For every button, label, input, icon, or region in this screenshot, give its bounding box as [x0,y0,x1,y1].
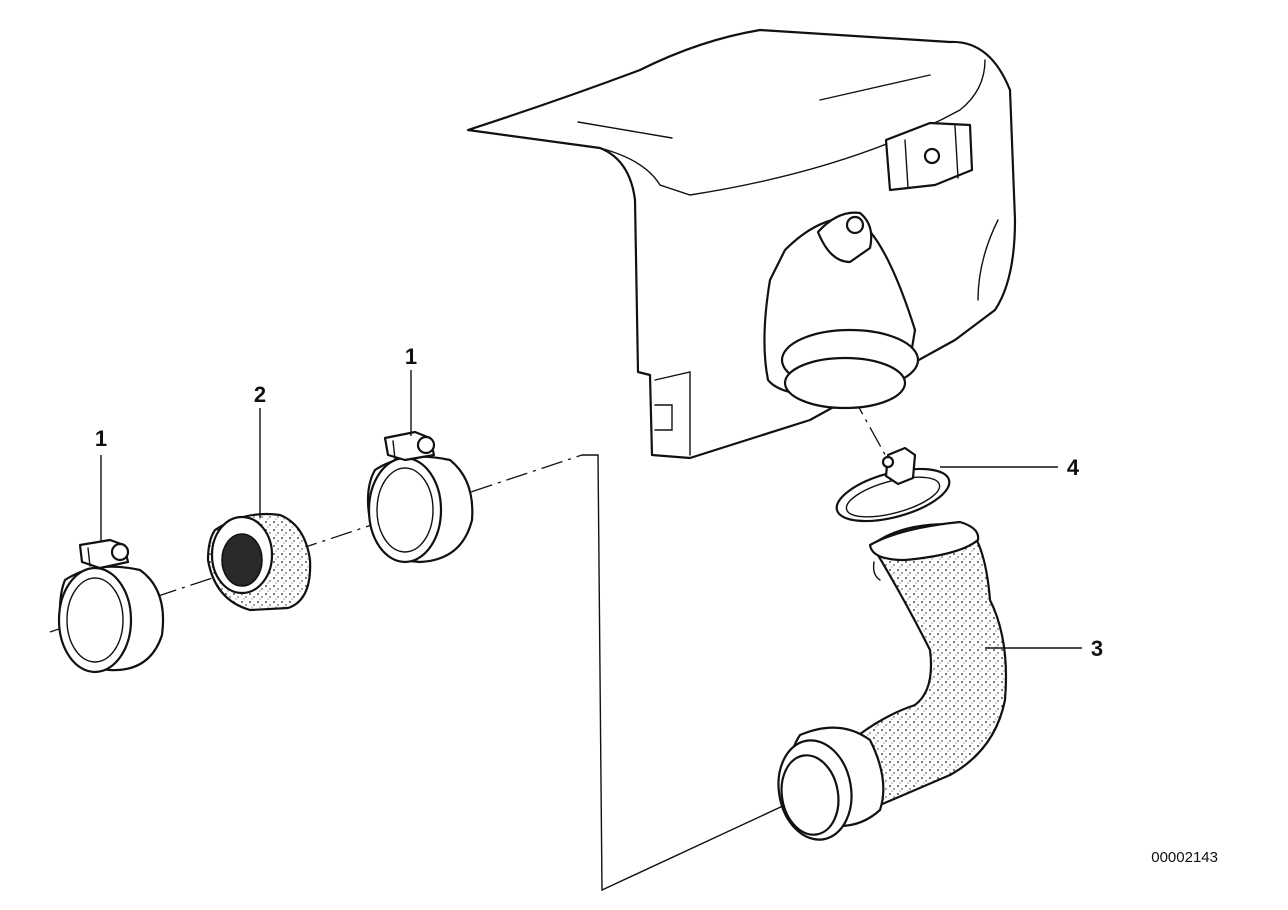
housing-shroud [466,28,1017,460]
clamp-left [57,538,165,674]
diagram-reference-number: 00002143 [1151,849,1218,866]
callout-label-part-1-middle: 1 [405,344,417,369]
assembly-axis-lines [49,394,899,892]
hose [777,520,1008,841]
callout-label-part-4: 4 [1067,455,1080,480]
callout-label-part-3: 3 [1091,636,1103,661]
hose-clamp [835,446,951,523]
sleeve [206,512,312,612]
clamp-middle [366,430,474,564]
callout-label-part-1-left: 1 [95,426,107,451]
callout-label-part-2: 2 [254,382,266,407]
leader-lines [100,370,1082,649]
